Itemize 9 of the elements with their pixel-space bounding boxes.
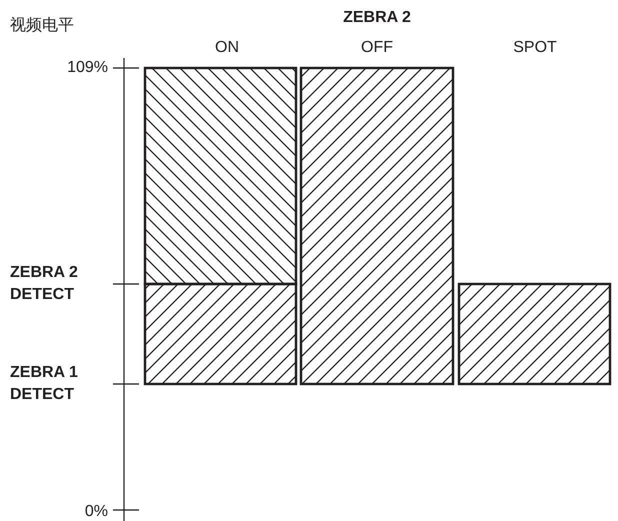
- level-label: ZEBRA 1 DETECT: [10, 363, 79, 405]
- tick-label: 109%: [66, 58, 108, 77]
- chart-title: ZEBRA 2: [342, 8, 412, 27]
- tick-label: 0%: [84, 502, 108, 521]
- level-label: ZEBRA 2 DETECT: [10, 263, 79, 305]
- column-label: SPOT: [512, 38, 558, 57]
- column-label: ON: [214, 38, 240, 57]
- axis-title: 视频电平: [10, 16, 74, 35]
- column-label: OFF: [360, 38, 394, 57]
